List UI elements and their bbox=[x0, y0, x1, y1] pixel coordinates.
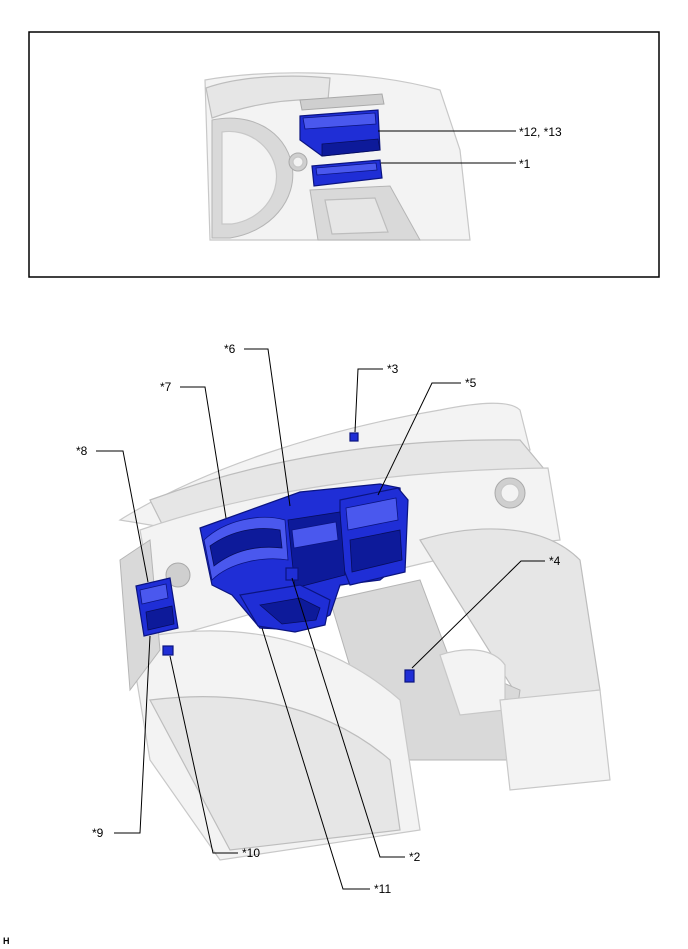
inset-dashboard-illustration bbox=[204, 72, 471, 241]
callout-c4: *4 bbox=[549, 554, 561, 568]
leader-c3 bbox=[354, 368, 383, 433]
callout-c5: *5 bbox=[465, 376, 477, 390]
main-illustration: *6 *3 *5 *7 *8 *4 *9 *10 *2 *11 bbox=[76, 342, 611, 896]
callout-c9: *9 bbox=[92, 826, 104, 840]
leader-c5 bbox=[377, 382, 461, 496]
leader-c4 bbox=[411, 560, 545, 669]
inset-panel: *12, *13 *1 bbox=[28, 31, 660, 278]
leader-c9 bbox=[114, 635, 151, 834]
callout-c3: *3 bbox=[387, 362, 399, 376]
callout-c7: *7 bbox=[160, 380, 172, 394]
part-ecu-left bbox=[135, 577, 179, 637]
leader-c11 bbox=[261, 627, 370, 890]
leader-lines bbox=[96, 348, 545, 890]
vehicle-interior bbox=[118, 402, 611, 861]
figure-code: H bbox=[3, 936, 10, 946]
callout-c2: *2 bbox=[409, 850, 421, 864]
callout-c6: *6 bbox=[224, 342, 236, 356]
callout-c8: *8 bbox=[76, 444, 88, 458]
leader-c10 bbox=[169, 655, 238, 854]
part-hvac-assembly bbox=[199, 483, 409, 633]
inset-part-head-unit bbox=[299, 109, 381, 157]
callout-c10: *10 bbox=[242, 846, 260, 860]
callout-c1: *1 bbox=[519, 157, 531, 171]
leader-c7 bbox=[180, 386, 227, 519]
inset-border bbox=[28, 31, 660, 278]
callout-c12-13: *12, *13 bbox=[519, 125, 562, 139]
leader-c6 bbox=[244, 348, 291, 507]
callout-c11: *11 bbox=[374, 882, 391, 896]
part-sensor-4 bbox=[404, 669, 415, 683]
leader-c2 bbox=[291, 577, 405, 858]
part-sensor-3 bbox=[349, 432, 359, 442]
inset-part-lower-unit bbox=[311, 159, 383, 187]
leader-c8 bbox=[96, 450, 149, 583]
part-sensor-10 bbox=[162, 645, 174, 656]
